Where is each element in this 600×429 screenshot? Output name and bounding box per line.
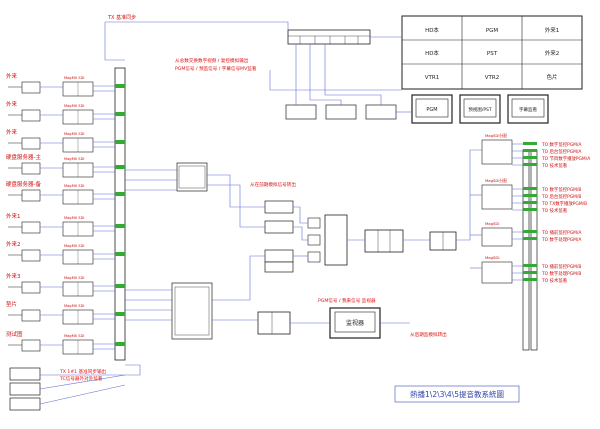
center-dist2 [171, 282, 213, 340]
matrix-out-label: 从总数交换数字视频 / 复控模拟输出 [175, 57, 249, 64]
left-source-label: 硬盘服务器-主 [6, 153, 41, 161]
decoder [429, 231, 457, 251]
left-source-8: 垫片 MagMX SDI [6, 300, 125, 325]
mv-cell-6: VTR1 [425, 75, 439, 81]
right-output-label: TO 技术监看 [541, 277, 568, 284]
top-router [287, 29, 371, 45]
left-source-label: 外来 [6, 100, 18, 108]
left-converter-label: MagMX SDI [64, 276, 84, 280]
left-source-1: 外来 MagMX SDI [6, 100, 125, 125]
mv-cell-0: HD本 [425, 26, 439, 34]
mv-cell-2: 外来1 [545, 26, 560, 34]
left-source-label: 外来2 [6, 240, 21, 248]
right-output-label: TO 后台监控PGM/B [541, 193, 581, 200]
left-converter-label: MagMX SDI [64, 132, 84, 136]
right-dist-label: MagSDI分配 [485, 178, 507, 183]
left-converter-label: MagMX SDI [64, 216, 84, 220]
left-bus [114, 67, 126, 361]
left-converter-label: MagMX SDI [64, 76, 84, 80]
left-source-4: 硬盘服务器-备 MagMX SDI [6, 180, 125, 205]
title-box: 熱播1\2\3\4\5提音教系統圖 [394, 385, 520, 403]
left-converter-label: MagMX SDI [64, 334, 84, 338]
mv-cell-1: PGM [486, 28, 499, 34]
multiviewer: HD本 PGM 外来1 HD本 PST 外来2 VTR1 VTR2 色片 [401, 15, 583, 90]
right-output-label: TO 播前监控PGM/A [541, 229, 581, 236]
right-output-label: TO 数字处理PGM/A [541, 236, 581, 243]
right-output-label: TO 技术监看 [541, 162, 568, 169]
center-conv-group [264, 200, 294, 273]
mv-cell-8: 色片 [546, 73, 557, 81]
right-output-label: TO 数字处理PGM/B [541, 270, 581, 277]
right-output-group: MagSDI分配 TO 数字监控PGM/ATO 后台监控PGM/ATO 节目数字播… [481, 133, 590, 284]
left-converter-label: MagMX SDI [64, 244, 84, 248]
left-converter-label: MagMX SDI [64, 104, 84, 108]
center-dist1 [176, 162, 208, 192]
lower-proc [257, 311, 291, 335]
right-output-label: TO TX数字播放PGM/B [541, 200, 587, 207]
right-output-label: TO 技术监看 [541, 207, 568, 214]
right-dist-3: MagSDI TO 播前监控PGM/BTO 数字处理PGM/BTO 技术监看 [481, 255, 581, 284]
left-source-label: 外来1 [6, 212, 21, 220]
pgm-signal-label: PGM信号 / 预监信号 / 字幕信号MV监看 [175, 65, 257, 72]
top-converters [285, 104, 397, 120]
tx-sync-top-label: TX 基准同步 [107, 14, 136, 21]
left-source-label: 硬盘服务器-备 [6, 180, 41, 188]
right-dist-0: MagSDI分配 TO 数字监控PGM/ATO 后台监控PGM/ATO 节目数字播… [481, 133, 590, 169]
left-source-label: 测试图 [6, 330, 23, 338]
audio-embedder [364, 229, 404, 253]
monitor-pst-label: 预视图/PST [468, 106, 492, 113]
audio-from-label: 从后期监模拟转出 [410, 331, 447, 338]
tx-bottom-block [9, 367, 41, 411]
big-monitor: 监视器 [329, 307, 381, 339]
big-monitor-label: 监视器 [346, 319, 364, 327]
monitor-caption-label: 字幕监看 [519, 106, 537, 113]
left-converter-label: MagMX SDI [64, 157, 84, 161]
mv-cell-4: PST [487, 51, 498, 57]
mv-cell-3: HD本 [425, 49, 439, 57]
left-source-label: 外来 [6, 128, 18, 136]
mv-cell-7: VTR2 [485, 75, 499, 81]
mv-cell-5: 外来2 [545, 49, 560, 57]
right-output-label: TO 节目数字播放PGM/A [541, 155, 590, 162]
left-converter-label: MagMX SDI [64, 184, 84, 188]
tc-label: TC信号器外对外监看 [59, 375, 103, 382]
left-source-2: 外来 MagMX SDI [6, 128, 125, 153]
right-output-label: TO 播前监控PGM/B [541, 263, 581, 270]
right-output-label: TO 数字监控PGM/A [541, 141, 581, 148]
pgm-bottom-label: PGM信号 / 我来信号 监视器 [318, 297, 376, 304]
left-source-0: 外来 MagMX SDI [6, 72, 125, 97]
tx-sync-bottom-label: TX 1#1 基准同步输出 [59, 368, 107, 375]
right-dist-label: MagSDI [485, 221, 499, 226]
right-dist-2: MagSDI TO 播前监控PGM/ATO 数字处理PGM/A [481, 221, 581, 247]
left-source-label: 外来3 [6, 272, 21, 280]
right-bus [522, 149, 538, 351]
right-dist-label: MagSDI [485, 255, 499, 260]
switch-3to1 [307, 214, 348, 266]
left-converter-label: MagMX SDI [64, 304, 84, 308]
left-source-label: 外来 [6, 72, 18, 80]
left-source-label: 垫片 [6, 300, 17, 308]
left-source-3: 硬盘服务器-主 MagMX SDI [6, 153, 125, 178]
left-source-9: 测试图 MagMX SDI [6, 330, 125, 355]
monitor-pgm-label: PGM [426, 107, 437, 113]
front-signal-label: 从在前期模拟信号转出 [250, 181, 296, 188]
right-output-label: TO 后台监控PGM/A [541, 148, 581, 155]
right-dist-label: MagSDI分配 [485, 133, 507, 138]
monitor-row: PGM 预视图/PST 字幕监看 [411, 94, 549, 124]
right-dist-1: MagSDI分配 TO 数字监控PGM/BTO 后台监控PGM/BTO TX数字播… [481, 178, 587, 214]
diagram-title: 熱播1\2\3\4\5提音教系統圖 [410, 389, 504, 399]
right-output-label: TO 数字监控PGM/B [541, 186, 581, 193]
signal-wires [39, 21, 482, 405]
